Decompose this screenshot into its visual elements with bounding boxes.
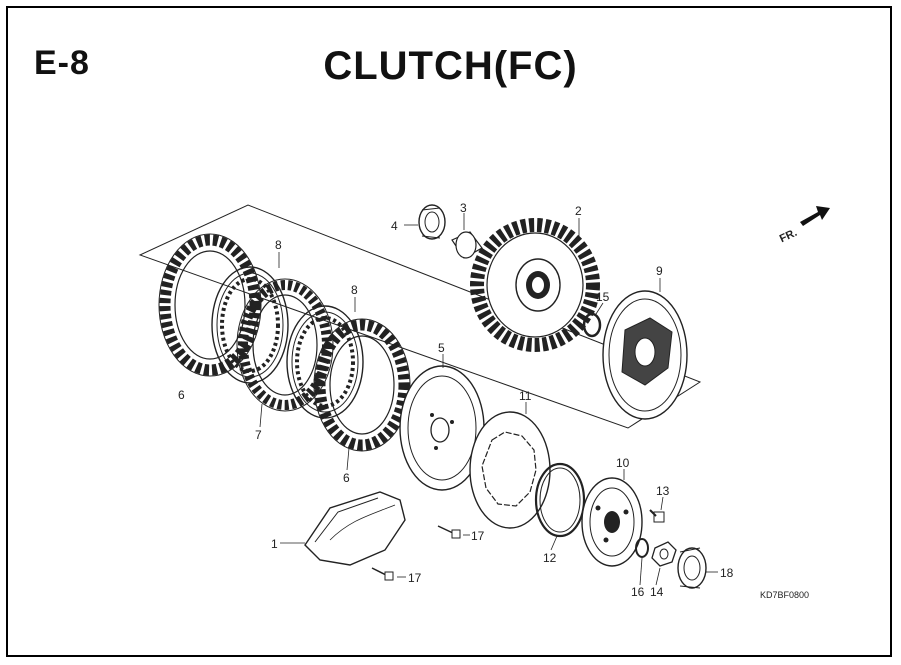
page-frame: [6, 6, 892, 657]
callout-5: 5: [438, 341, 445, 355]
bolt-13: [649, 509, 665, 523]
front-direction-arrow: FR.: [778, 206, 830, 245]
callout-17-lower: 17: [408, 571, 422, 585]
leader-lines: [259, 213, 718, 586]
collar-4: [418, 204, 446, 240]
bolt-17-upper: [437, 525, 461, 539]
clutch-outer-2: [470, 218, 600, 352]
section-code: E-8: [34, 44, 90, 82]
drive-plate-10: [581, 477, 643, 567]
callout-9: 9: [656, 264, 663, 278]
washer-15: [582, 312, 602, 338]
bolt-17-lower: [371, 567, 394, 581]
cover-1: [304, 491, 406, 566]
assembly-outline: [138, 204, 702, 429]
callout-17-upper: 17: [471, 529, 485, 543]
callout-18: 18: [720, 566, 734, 580]
bearing-18: [677, 547, 707, 589]
callout-6-left: 6: [178, 388, 185, 402]
callout-16: 16: [631, 585, 645, 599]
callout-7: 7: [255, 428, 262, 442]
sleeve-3: [451, 231, 483, 259]
nut-14: [651, 541, 677, 567]
friction-disc-6-right: [313, 318, 411, 452]
callout-8-right: 8: [351, 283, 358, 297]
clutch-center-9: [602, 290, 688, 420]
callout-12: 12: [543, 551, 557, 565]
callout-13: 13: [656, 484, 670, 498]
friction-disc-6-left: [158, 233, 262, 377]
diagram-title: CLUTCH(FC): [323, 44, 578, 88]
lifter-plate-11: [469, 411, 551, 529]
front-direction-label: FR.: [778, 227, 799, 245]
callout-11: 11: [519, 389, 532, 403]
drawing-reference-code: KD7BF0800: [760, 590, 809, 600]
callout-1: 1: [271, 537, 278, 551]
callout-15: 15: [596, 290, 610, 304]
callout-6-right: 6: [343, 471, 350, 485]
callout-2: 2: [575, 204, 582, 218]
callout-10: 10: [616, 456, 630, 470]
washer-16: [635, 538, 649, 558]
callout-8-left: 8: [275, 238, 282, 252]
callout-14: 14: [650, 585, 664, 599]
snap-ring-12: [534, 462, 586, 538]
callout-4: 4: [391, 219, 398, 233]
callout-3: 3: [460, 201, 467, 215]
